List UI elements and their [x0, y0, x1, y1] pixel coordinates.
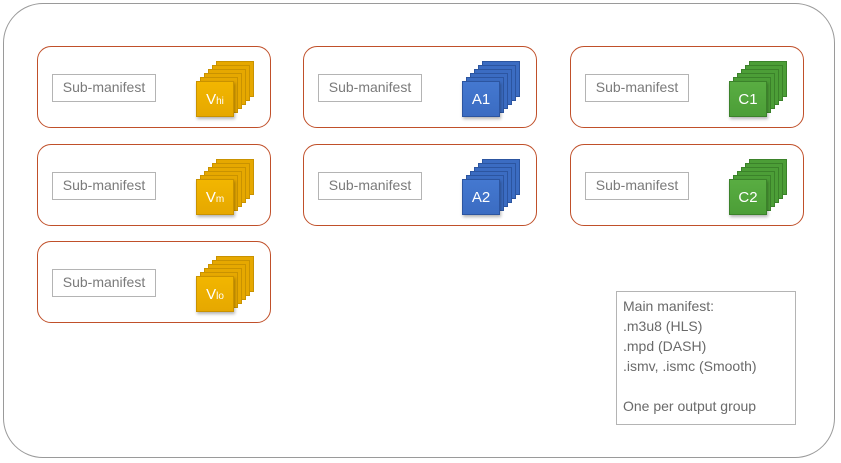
segment-sublabel: lo — [216, 290, 224, 302]
segment-sublabel: hi — [216, 95, 224, 107]
sub-manifest-box: Sub-manifest — [52, 172, 156, 200]
main-manifest-line — [623, 376, 789, 396]
segment-label: V — [206, 90, 217, 108]
segment-stack: C2 — [729, 157, 799, 219]
segment-front: C2 — [729, 179, 767, 215]
segment-stack: A2 — [462, 157, 532, 219]
segment-label: C1 — [738, 90, 758, 108]
sub-manifest-box: Sub-manifest — [52, 269, 156, 297]
sub-manifest-box: Sub-manifest — [318, 172, 422, 200]
main-manifest-line: .m3u8 (HLS) — [623, 318, 703, 334]
main-manifest-line: .mpd (DASH) — [623, 338, 707, 354]
segment-label: A1 — [471, 90, 491, 108]
segment-label: V — [205, 188, 216, 206]
output-group-container — [3, 3, 835, 458]
main-manifest-note: Main manifest: .m3u8 (HLS) .mpd (DASH) .… — [616, 291, 796, 425]
segment-stack: C1 — [729, 59, 799, 121]
sub-manifest-box: Sub-manifest — [52, 74, 156, 102]
segment-label: V — [206, 285, 217, 303]
segment-front: A1 — [462, 81, 500, 117]
segment-label: C2 — [738, 188, 758, 206]
sub-manifest-box: Sub-manifest — [318, 74, 422, 102]
sub-manifest-box: Sub-manifest — [585, 172, 689, 200]
main-manifest-line: One per output group — [623, 398, 757, 414]
segment-label: A2 — [471, 188, 491, 206]
main-manifest-line: .ismv, .ismc (Smooth) — [623, 358, 757, 374]
segment-sublabel: m — [215, 193, 225, 205]
main-manifest-line: Main manifest: — [623, 298, 715, 314]
sub-manifest-box: Sub-manifest — [585, 74, 689, 102]
segment-front: A2 — [462, 179, 500, 215]
segment-stack: A1 — [462, 59, 532, 121]
segment-front: C1 — [729, 81, 767, 117]
